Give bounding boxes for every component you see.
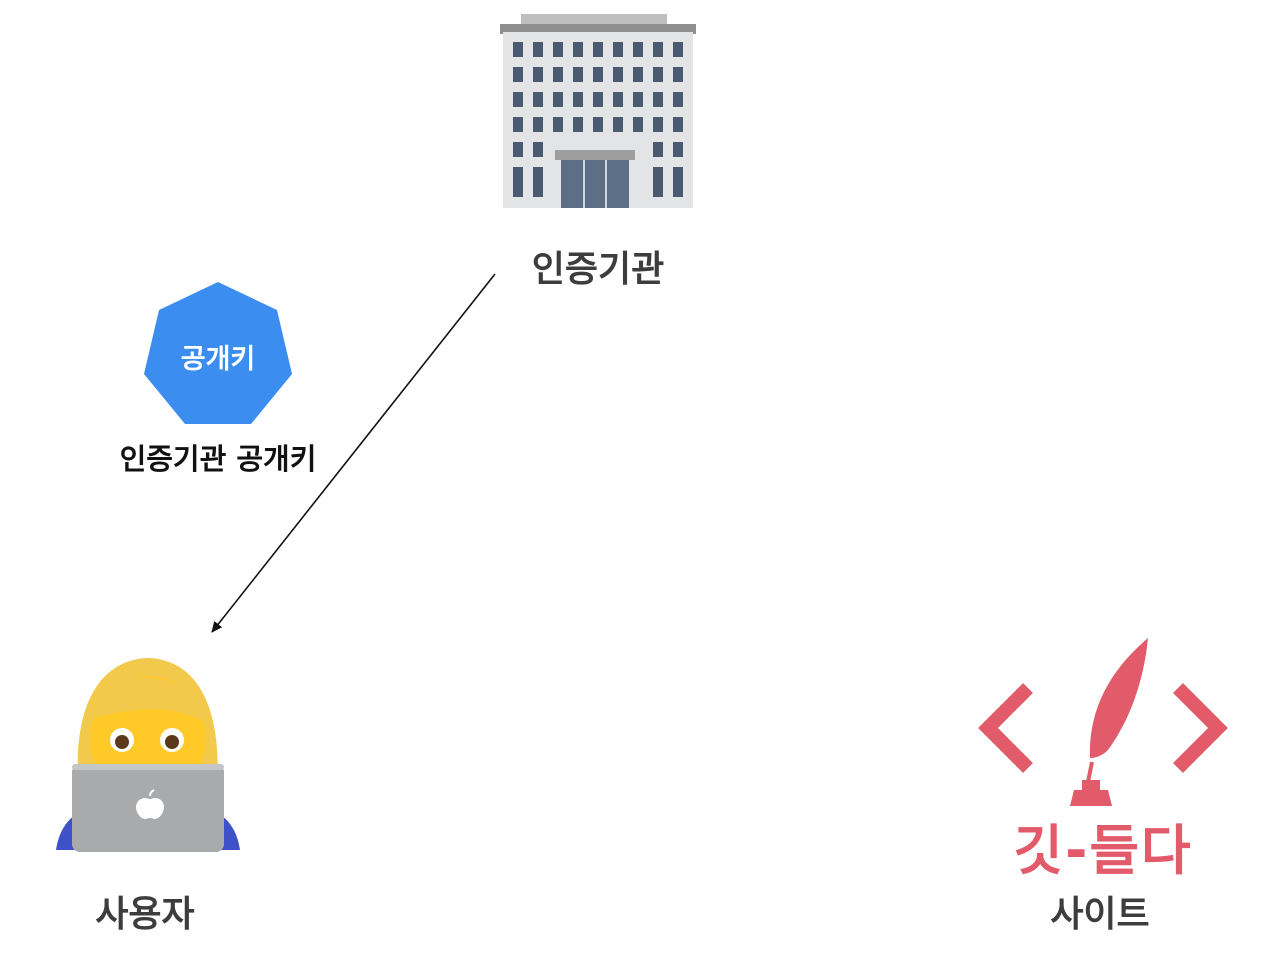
building-window <box>593 67 603 82</box>
building-window <box>673 92 683 107</box>
quill-code-brackets-icon <box>978 638 1228 806</box>
authority-label: 인증기관 <box>531 249 665 290</box>
building-window <box>513 117 523 132</box>
building-window <box>653 182 663 197</box>
building-window <box>573 67 583 82</box>
building-window <box>593 92 603 107</box>
building-window <box>613 42 623 57</box>
building-window <box>633 42 643 57</box>
building-window <box>673 117 683 132</box>
arrow-icon <box>211 273 496 633</box>
building-window <box>573 117 583 132</box>
building-window <box>553 117 563 132</box>
building-window <box>513 92 523 107</box>
woman-technologist-icon <box>56 658 240 852</box>
building-window <box>593 117 603 132</box>
building-window <box>633 92 643 107</box>
building-window <box>513 42 523 57</box>
building-window <box>673 142 683 157</box>
building-window <box>673 182 683 197</box>
office-building-icon <box>500 14 696 208</box>
building-window <box>573 42 583 57</box>
public-key-caption: 인증기관 공개키 <box>119 442 317 476</box>
building-window <box>533 92 543 107</box>
building-window <box>593 42 603 57</box>
building-window <box>533 142 543 157</box>
building-window <box>513 67 523 82</box>
building-window <box>513 167 523 182</box>
building-window <box>513 142 523 157</box>
building-window <box>653 67 663 82</box>
building-window <box>653 42 663 57</box>
building-window <box>533 167 543 182</box>
building-window <box>673 42 683 57</box>
building-window <box>653 167 663 182</box>
building-window <box>553 92 563 107</box>
public-key-badge-icon <box>144 282 292 424</box>
building-window <box>653 92 663 107</box>
user-label: 사용자 <box>95 894 195 935</box>
building-window <box>613 67 623 82</box>
site-label: 사이트 <box>1050 894 1150 935</box>
building-window <box>533 67 543 82</box>
building-window <box>633 117 643 132</box>
building-window <box>613 117 623 132</box>
building-window <box>553 67 563 82</box>
building-window <box>513 182 523 197</box>
building-window <box>533 117 543 132</box>
building-window <box>533 42 543 57</box>
building-window <box>673 167 683 182</box>
building-window <box>653 142 663 157</box>
building-window <box>533 182 543 197</box>
building-window <box>573 92 583 107</box>
site-brand-text: 깃-들다 <box>1013 819 1193 882</box>
building-window <box>633 67 643 82</box>
building-window <box>613 92 623 107</box>
building-window <box>553 42 563 57</box>
building-window <box>673 67 683 82</box>
building-window <box>653 117 663 132</box>
public-key-badge-text: 공개키 <box>180 344 256 375</box>
